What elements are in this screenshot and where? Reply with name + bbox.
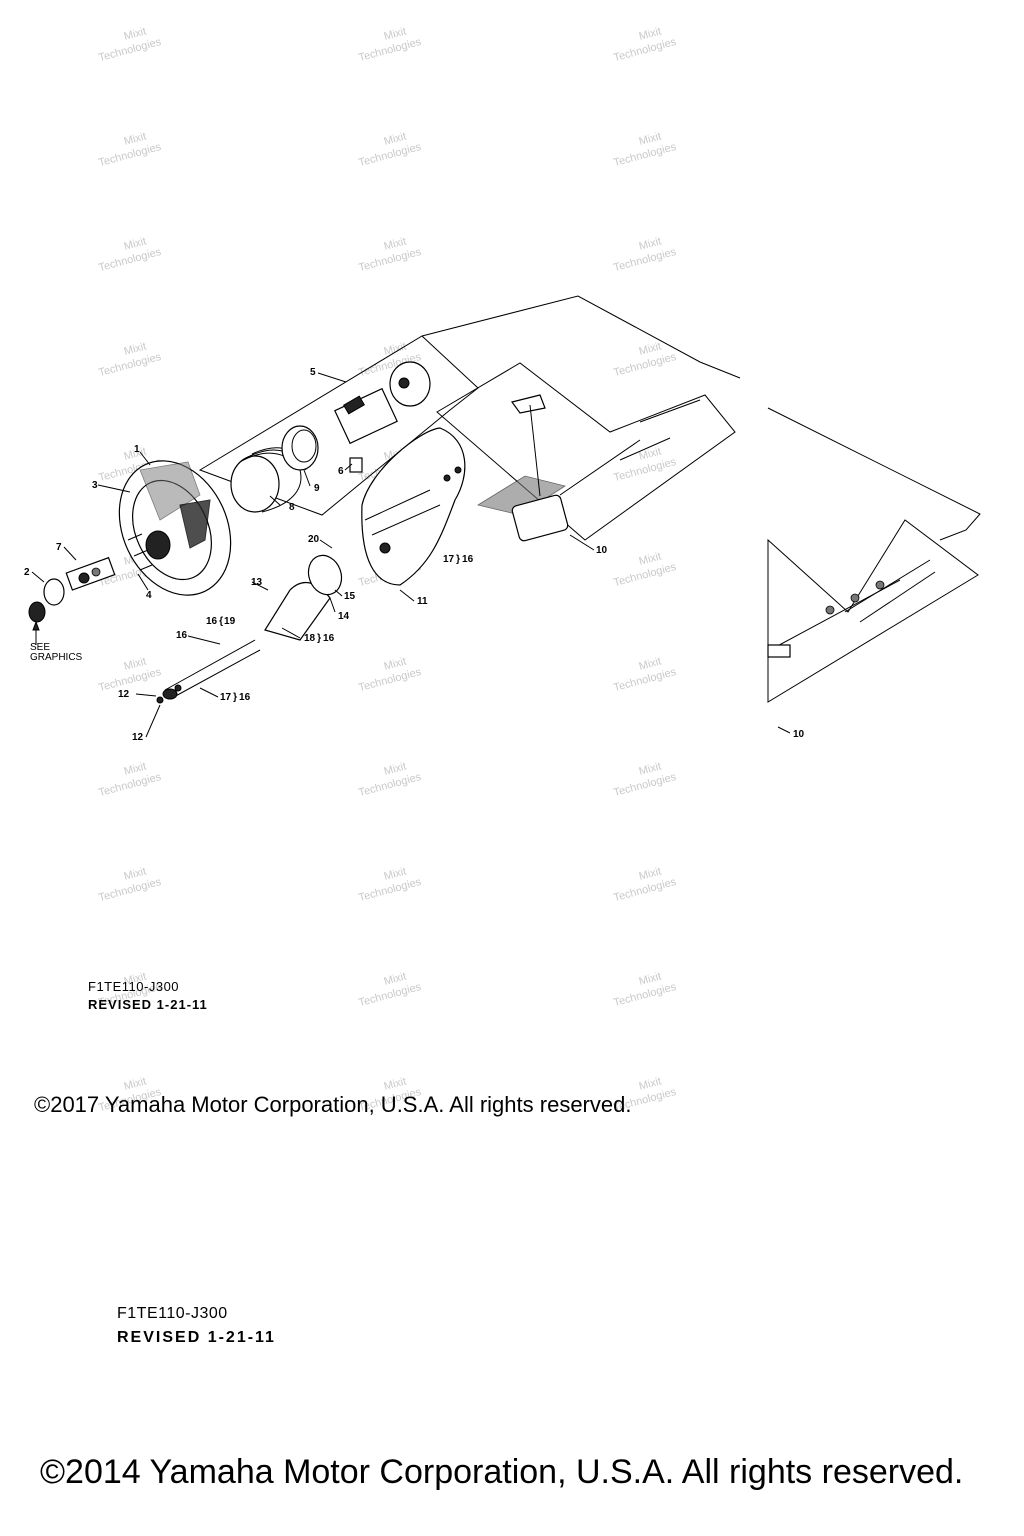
watermark-text: Mixit: [638, 340, 663, 357]
steering-wheel: [118, 460, 232, 596]
callout-3: 3: [92, 480, 98, 491]
column-bracket: [361, 427, 466, 586]
callout-17-a: 17}16: [443, 554, 474, 565]
cover-boot: [230, 425, 319, 513]
watermark-text: Mixit: [383, 655, 408, 672]
callout-12-b: 12: [132, 732, 144, 743]
watermark-text: Mixit: [123, 340, 148, 357]
callout-7: 7: [56, 542, 62, 553]
watermark-text: Mixit: [638, 25, 663, 42]
callout-1: 1: [134, 444, 140, 455]
watermark-text: Mixit: [383, 865, 408, 882]
watermark-text: Mixit: [638, 1075, 663, 1092]
callout-8: 8: [289, 502, 295, 513]
callout-5: 5: [310, 367, 316, 378]
leader-connect-2: [767, 407, 981, 541]
watermark-text: Mixit: [383, 760, 408, 777]
throttle-lever: [476, 394, 701, 542]
watermark-text: Mixit: [638, 235, 663, 252]
watermark-text: Mixit: [383, 970, 408, 987]
watermark-text: Mixit: [638, 655, 663, 672]
callout-6: 6: [338, 466, 344, 477]
callout-11: 11: [417, 596, 428, 607]
copyright-notice-large: ©2014 Yamaha Motor Corporation, U.S.A. A…: [40, 1453, 964, 1491]
watermark-text: Mixit: [638, 550, 663, 567]
callout-20: 20: [308, 534, 320, 545]
watermark-text: Mixit: [123, 760, 148, 777]
callout-9: 9: [314, 483, 320, 494]
steering-column: [334, 361, 431, 473]
callout-16-c: 16{19: [206, 616, 236, 627]
watermark-text: Mixit: [638, 130, 663, 147]
watermark-text: Mixit: [638, 865, 663, 882]
watermark-text: Mixit: [123, 445, 148, 462]
hub-parts: [28, 533, 153, 623]
group-box-10-detail: [767, 519, 979, 703]
group-box-5: [198, 335, 479, 516]
callout-leaders: [31, 372, 791, 738]
callout-13: 13: [251, 577, 263, 588]
watermark-text: Mixit: [123, 235, 148, 252]
watermark-text: Mixit: [383, 1075, 408, 1092]
watermark-text: Mixit: [638, 760, 663, 777]
callout-16-a: 16: [176, 630, 188, 641]
watermark-text: Mixit: [638, 970, 663, 987]
revision-date-large: REVISED 1-21-11: [117, 1329, 276, 1346]
diagram-code: F1TE110-J300: [88, 979, 180, 994]
callout-14: 14: [338, 611, 350, 622]
callout-17-b: 17}16: [220, 692, 251, 703]
see-graphics-label: SEE: [30, 642, 50, 653]
watermark-text: Mixit: [383, 130, 408, 147]
callout-4: 4: [146, 590, 152, 601]
watermark-text: Mixit: [123, 970, 148, 987]
copyright-notice: ©2017 Yamaha Motor Corporation, U.S.A. A…: [34, 1092, 632, 1117]
watermark-text: Mixit: [383, 25, 408, 42]
callout-10: 10: [596, 545, 608, 556]
watermark-text: Mixit: [123, 1075, 148, 1092]
callout-10-b: 10: [793, 729, 805, 740]
see-graphics-label-2: GRAPHICS: [30, 652, 83, 663]
watermark-text: Mixit: [123, 130, 148, 147]
callouts: 1 3 5 6 7 8 9 2 4 10 11 20 13 15 14 16 1…: [24, 367, 805, 743]
steering-cable: [156, 554, 343, 704]
group-box-10: [436, 362, 736, 541]
watermark-text: Mixit: [123, 25, 148, 42]
callout-15: 15: [344, 591, 356, 602]
watermark-text: Mixit: [123, 865, 148, 882]
callout-18: 18}16: [304, 633, 335, 644]
watermark-text: Mixit: [383, 235, 408, 252]
watermark-text: Mixit: [383, 340, 408, 357]
leader-connect: [421, 295, 741, 379]
diagram-code-large: F1TE110-J300: [117, 1305, 228, 1322]
watermark-text: Mixit: [123, 655, 148, 672]
detail-assembly: [767, 559, 936, 658]
callout-12-a: 12: [118, 689, 130, 700]
callout-2: 2: [24, 567, 30, 578]
revision-date: REVISED 1-21-11: [88, 997, 208, 1012]
